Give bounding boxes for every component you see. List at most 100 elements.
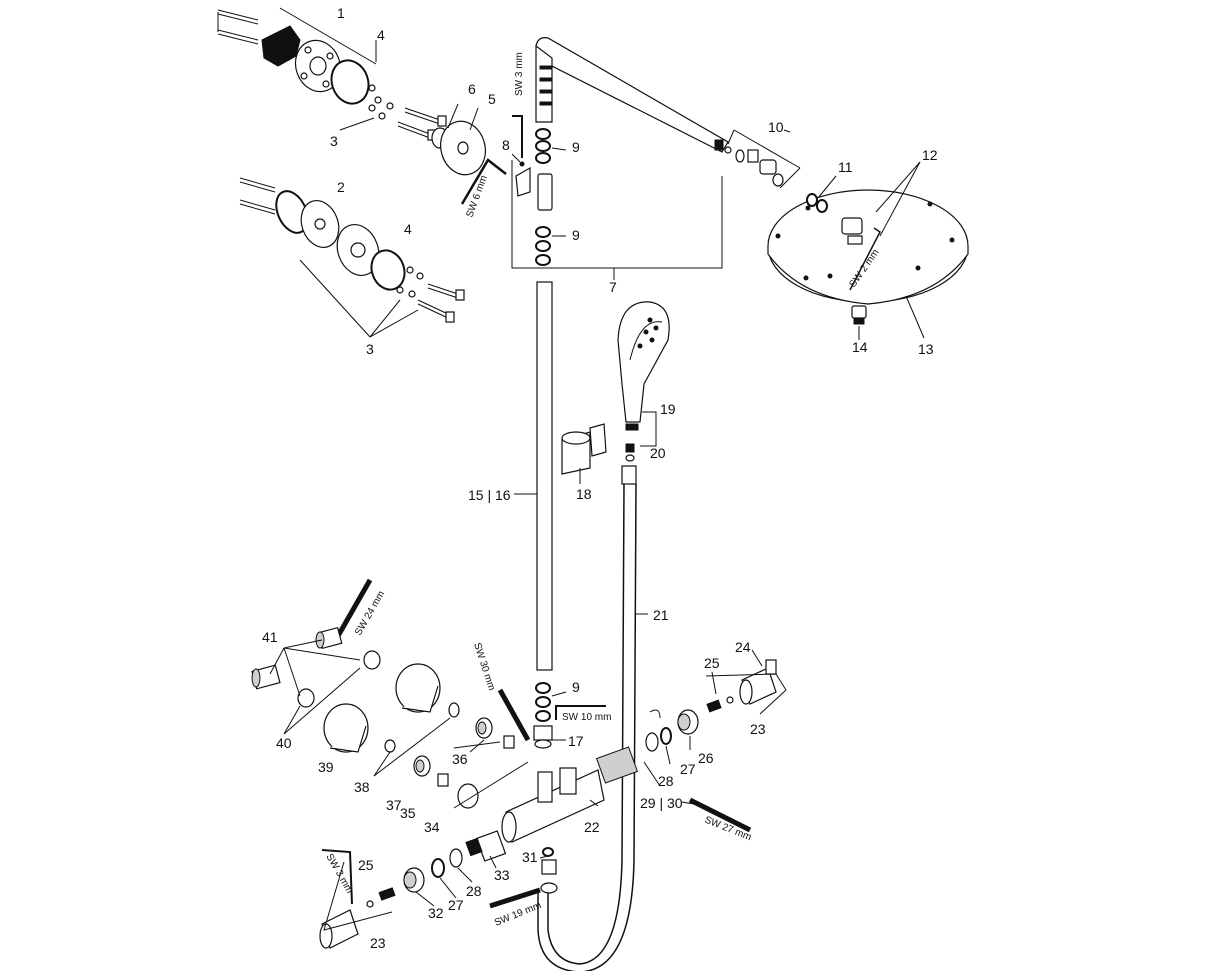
label-41: 41: [262, 629, 278, 645]
label-3a: 3: [330, 133, 338, 149]
cartridge-32: [403, 867, 425, 893]
label-38: 38: [354, 779, 370, 795]
check-valve-35: [437, 773, 449, 787]
label-2: 2: [337, 179, 345, 195]
wall-mount-set-1: [217, 7, 447, 141]
label-31: 31: [522, 849, 538, 865]
spanner-sw19: [489, 887, 541, 909]
o-ring-27b: [431, 858, 445, 878]
label-23b: 23: [370, 935, 386, 951]
riser-slider: [515, 166, 553, 211]
o-ring-27a: [660, 727, 672, 745]
label-15-16: 15 | 16: [468, 487, 511, 503]
label-26: 26: [698, 750, 714, 766]
label-13: 13: [918, 341, 934, 357]
handle-23b: [319, 909, 359, 949]
label-28b: 28: [466, 883, 482, 899]
overhead-shower-13: [767, 189, 969, 305]
connector-31: [540, 847, 558, 894]
spanner-sw30: [497, 688, 531, 742]
part-labels: 1 4 3 6 5 8 9 9 7 10 11 12 2 4 3 14 13 1…: [262, 5, 938, 951]
screw-25a: [706, 696, 734, 713]
label-28a: 28: [658, 773, 674, 789]
label-1: 1: [337, 5, 345, 21]
label-18: 18: [576, 486, 592, 502]
sleeve-37: [413, 755, 431, 777]
label-4a: 4: [377, 27, 385, 43]
nozzle-14: [851, 305, 867, 325]
mounting-plate-1: [294, 39, 342, 93]
cover-38: [395, 663, 441, 713]
o-rings-9-upper: [535, 128, 551, 164]
sleeve-36: [475, 717, 515, 749]
hex-key-sw3b: [321, 849, 353, 905]
shower-hose-21: [547, 483, 625, 965]
label-25b: 25: [358, 857, 374, 873]
label-22: 22: [584, 819, 600, 835]
label-23a: 23: [750, 721, 766, 737]
label-40: 40: [276, 735, 292, 751]
tool-sw3-top: SW 3 mm: [514, 52, 525, 96]
label-4b: 4: [404, 221, 412, 237]
hex-key-sw6: [460, 158, 507, 205]
label-17: 17: [568, 733, 584, 749]
label-9c: 9: [572, 679, 580, 695]
o-ring-4a: [330, 59, 370, 105]
clip-28b: [449, 848, 463, 868]
leader-lines: [415, 103, 925, 907]
label-12: 12: [922, 147, 938, 163]
label-29-30: 29 | 30: [640, 795, 683, 811]
hand-shower-holder-18: [561, 423, 607, 475]
o-rings-9-lower: [535, 682, 551, 722]
o-rings-9-middle: [535, 226, 551, 266]
hose-nut-20: [621, 443, 637, 485]
label-7: 7: [609, 279, 617, 295]
clip-28a: [649, 709, 661, 719]
label-33: 33: [494, 867, 510, 883]
connector-set-10: [724, 129, 801, 189]
tool-sw30: SW 30 mm: [471, 642, 497, 692]
gasket-plate-1: [261, 25, 301, 67]
cartridge-29-30: [595, 732, 659, 784]
wall-screws-top: [217, 9, 259, 45]
label-35: 35: [400, 805, 416, 821]
label-8: 8: [502, 137, 510, 153]
nut-40: [297, 688, 315, 708]
hand-shower-19: [617, 301, 670, 431]
label-27b: 27: [448, 897, 464, 913]
nut-41c: [363, 650, 381, 670]
wall-mount-set-2: [239, 177, 465, 338]
riser-pipe-15-16: [536, 281, 553, 671]
cover-39: [323, 703, 369, 753]
hex-key-sw10: [555, 705, 606, 720]
hex-key-sw3: [512, 115, 523, 158]
hex-key-sw2: [849, 227, 881, 291]
tool-sw10: SW 10 mm: [562, 712, 611, 723]
label-14: 14: [852, 339, 868, 355]
screw-25b: [366, 887, 396, 908]
label-9a: 9: [572, 139, 580, 155]
label-6: 6: [468, 81, 476, 97]
label-37: 37: [386, 797, 402, 813]
label-10: 10: [768, 119, 784, 135]
spanner-sw24: [335, 578, 373, 638]
label-27a: 27: [680, 761, 696, 777]
label-32: 32: [428, 905, 444, 921]
label-39: 39: [318, 759, 334, 775]
washers-3a: [368, 84, 394, 120]
label-25a: 25: [704, 655, 720, 671]
cartridge-26: [677, 709, 699, 735]
tool-sw6: SW 6 mm: [464, 174, 489, 219]
s-union-41b: [251, 664, 281, 690]
nut-34: [457, 783, 479, 809]
thermostat-body-22: [501, 767, 605, 843]
label-21: 21: [653, 607, 669, 623]
label-9b: 9: [572, 227, 580, 243]
adapter-17: [533, 725, 553, 749]
handle-23-24: [739, 659, 777, 705]
label-20: 20: [650, 445, 666, 461]
label-24: 24: [735, 639, 751, 655]
label-5: 5: [488, 91, 496, 107]
